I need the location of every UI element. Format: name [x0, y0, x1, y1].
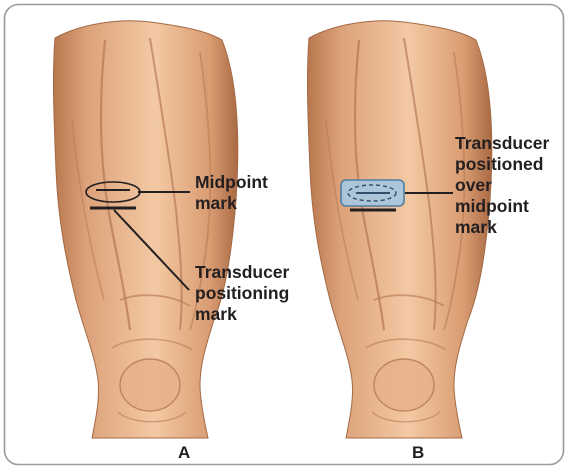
positioning-label-line-3: mark [195, 304, 289, 325]
transducer-label-line-5: mark [455, 217, 549, 238]
panel-a-letter: A [178, 444, 190, 462]
panel-b-transducer-label: Transducer positioned over midpoint mark [455, 133, 549, 238]
panel-b-letter: B [412, 444, 424, 462]
transducer-label-line-4: midpoint [455, 196, 549, 217]
positioning-label-line-1: Transducer [195, 262, 289, 283]
panel-a-positioning-label: Transducer positioning mark [195, 262, 289, 325]
midpoint-label-line-2: mark [195, 193, 268, 214]
positioning-label-line-2: positioning [195, 283, 289, 304]
midpoint-label-line-1: Midpoint [195, 172, 268, 193]
transducer-label-line-3: over [455, 175, 549, 196]
panel-a-midpoint-label: Midpoint mark [195, 172, 268, 214]
transducer-label-line-1: Transducer [455, 133, 549, 154]
transducer-label-line-2: positioned [455, 154, 549, 175]
